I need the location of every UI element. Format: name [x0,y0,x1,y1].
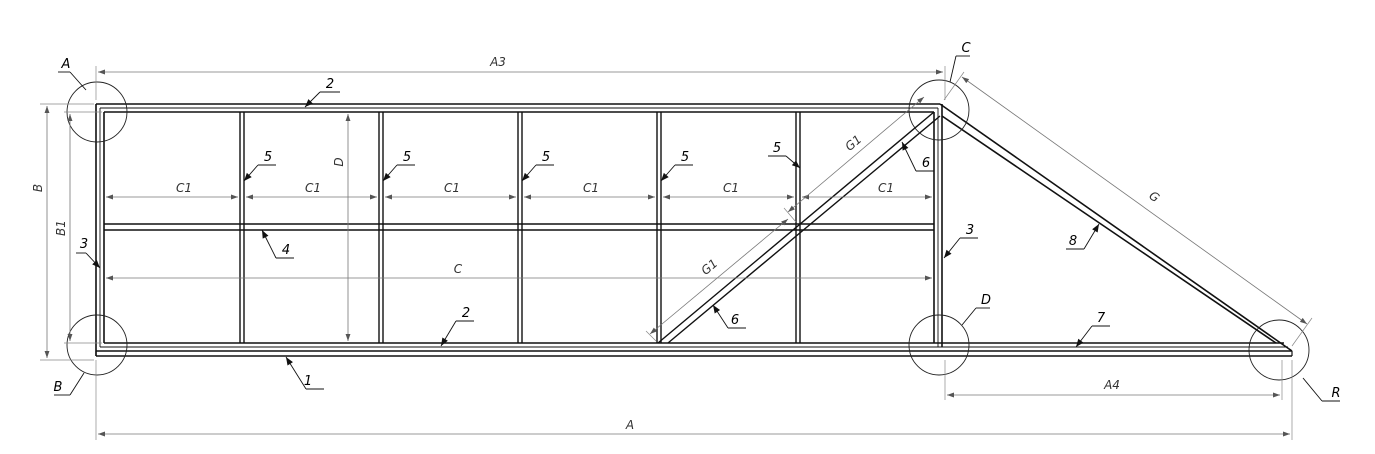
part-label: 8 [1069,234,1077,249]
node-label-a: A [61,57,71,72]
node-label-c: C [961,41,971,56]
slope-member [939,103,1293,352]
part-label: 3 [966,223,974,238]
dim-label-c1: C1 [723,181,739,195]
dim-label-a4: A4 [1103,378,1120,392]
part-label: 5 [681,150,689,165]
part-label: 1 [304,374,312,389]
dim-label-b1: B1 [54,220,68,236]
node-label-d: D [981,293,991,308]
dim-label-c1: C1 [305,181,321,195]
dim-label-c1: C1 [444,181,460,195]
part-label: 5 [264,150,272,165]
part-label: 7 [1097,311,1106,326]
dim-label-b: B [31,184,45,192]
part-label: 2 [462,306,470,321]
right-post [933,104,943,347]
dim-label-g: G [1146,188,1162,205]
part-label: 6 [731,313,739,328]
detail-node-labels: A B C D R [54,41,1341,402]
part-label: 4 [282,243,290,258]
dim-label-a: A [625,418,634,432]
top-rail [96,103,940,113]
diagonal-braces [657,111,941,344]
dim-label-d: D [332,157,346,166]
dim-label-g1: G1 [698,256,720,278]
dim-label-c1: C1 [176,181,192,195]
vertical-posts [239,112,801,343]
part-label: 5 [403,150,411,165]
dim-label-c: C [454,262,463,276]
part-callouts: 2 5 5 5 5 5 6 6 4 3 3 [76,77,1110,390]
part-label: 2 [326,77,334,92]
node-label-b: B [54,380,63,395]
left-post [95,104,105,356]
dim-label-a3: A3 [489,55,506,69]
part-label: 3 [80,237,88,252]
part-label: 5 [773,141,781,156]
dim-label-c1: C1 [878,181,894,195]
dim-label-c1: C1 [583,181,599,195]
dimension-lines [40,66,1313,440]
part-label: 6 [922,156,930,171]
node-label-r: R [1331,386,1340,401]
frame [95,103,1293,357]
bottom-rail [95,342,1293,357]
part-label: 5 [542,150,550,165]
